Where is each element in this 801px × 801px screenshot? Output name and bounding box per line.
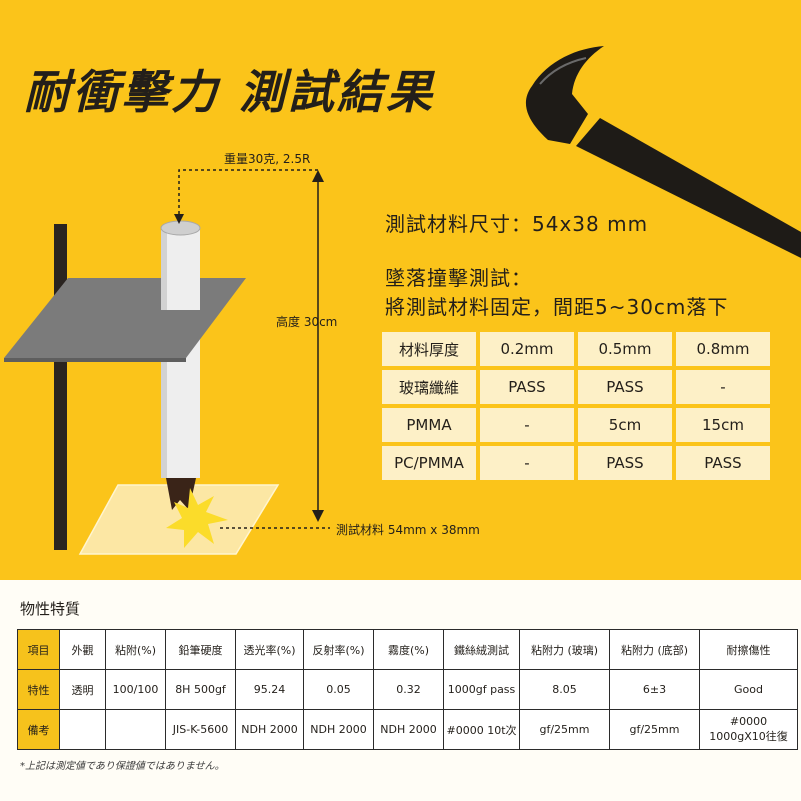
impact-burst-icon (166, 488, 228, 548)
table-cell: 0.32 (373, 669, 444, 710)
results-cell: 0.8mm (676, 332, 770, 366)
table-cell: 特性 (17, 669, 60, 710)
specimen-size-text: 測試材料尺寸：54x38 mm (385, 212, 649, 236)
table-cell: 粘附力 (底部) (609, 629, 700, 670)
table-cell: 95.24 (235, 669, 304, 710)
table-cell: 備考 (17, 709, 60, 750)
results-cell: 材料厚度 (382, 332, 476, 366)
results-cell: PC/PMMA (382, 446, 476, 480)
table-cell: NDH 2000 (303, 709, 374, 750)
weight-label: 重量30克, 2.5R (224, 152, 311, 166)
results-cell: 15cm (676, 408, 770, 442)
table-cell (105, 709, 166, 750)
page-title: 耐衝擊力 測試結果 (24, 65, 436, 119)
table-cell: 8H 500gf (165, 669, 236, 710)
table-cell: gf/25mm (519, 709, 610, 750)
results-cell: 0.5mm (578, 332, 672, 366)
results-row: PMMA - 5cm 15cm (382, 408, 770, 442)
table-cell: NDH 2000 (373, 709, 444, 750)
table-row: 項目 外觀 粘附(%) 鉛筆硬度 透光率(%) 反射率(%) 霧度(%) 鐵絲絨… (17, 629, 798, 670)
table-cell: 粘附(%) (105, 629, 166, 670)
results-cell: PASS (578, 370, 672, 404)
table-cell: JIS-K-5600 (165, 709, 236, 750)
table-cell (59, 709, 106, 750)
table-cell: 反射率(%) (303, 629, 374, 670)
results-cell: 玻璃纖維 (382, 370, 476, 404)
table-cell: 0.05 (303, 669, 374, 710)
properties-table: 項目 外觀 粘附(%) 鉛筆硬度 透光率(%) 反射率(%) 霧度(%) 鐵絲絨… (17, 629, 798, 750)
table-cell: 鐵絲絨測試 (443, 629, 520, 670)
table-cell: 外觀 (59, 629, 106, 670)
table-cell: gf/25mm (609, 709, 700, 750)
footnote: *上記は測定値であり保證値ではありません。 (20, 761, 225, 772)
impact-test-diagram (4, 46, 801, 555)
table-cell: 8.05 (519, 669, 610, 710)
results-row: 玻璃纖維 PASS PASS - (382, 370, 770, 404)
table-cell: 100/100 (105, 669, 166, 710)
table-cell: #0000 1000gX10往復 (699, 709, 798, 750)
results-cell: - (480, 446, 574, 480)
results-cell: - (480, 408, 574, 442)
table-cell: NDH 2000 (235, 709, 304, 750)
drop-test-heading: 墜落撞擊測試： (385, 266, 532, 290)
table-cell: 霧度(%) (373, 629, 444, 670)
table-cell: 6±3 (609, 669, 700, 710)
table-cell: 透光率(%) (235, 629, 304, 670)
results-cell: PASS (676, 446, 770, 480)
stand-pole (54, 224, 67, 550)
table-cell: 1000gf pass (443, 669, 520, 710)
rod-tip (166, 478, 196, 510)
properties-section-title: 物性特質 (20, 600, 81, 618)
results-cell: 0.2mm (480, 332, 574, 366)
table-cell: 項目 (17, 629, 60, 670)
results-cell: PMMA (382, 408, 476, 442)
table-cell: #0000 10t次 (443, 709, 520, 750)
table-cell: Good (699, 669, 798, 710)
drop-rod-upper (161, 228, 200, 310)
table-cell: 粘附力 (玻璃) (519, 629, 610, 670)
results-cell: - (676, 370, 770, 404)
impact-results-table: 材料厚度 0.2mm 0.5mm 0.8mm 玻璃纖維 PASS PASS - … (382, 332, 770, 484)
results-row: 材料厚度 0.2mm 0.5mm 0.8mm (382, 332, 770, 366)
table-cell: 透明 (59, 669, 106, 710)
support-plate (4, 278, 246, 358)
results-cell: 5cm (578, 408, 672, 442)
results-cell: PASS (480, 370, 574, 404)
specimen-label: 測試材料 54mm x 38mm (336, 523, 480, 537)
height-label: 高度 30cm (276, 315, 338, 329)
hammer-icon (525, 46, 801, 258)
results-cell: PASS (578, 446, 672, 480)
results-row: PC/PMMA - PASS PASS (382, 446, 770, 480)
table-cell: 鉛筆硬度 (165, 629, 236, 670)
table-row: 特性 透明 100/100 8H 500gf 95.24 0.05 0.32 1… (17, 669, 798, 710)
table-row: 備考 JIS-K-5600 NDH 2000 NDH 2000 NDH 2000… (17, 709, 798, 750)
table-cell: 耐擦傷性 (699, 629, 798, 670)
drop-test-description: 將測試材料固定，間距5~30cm落下 (385, 295, 729, 319)
test-specimen (78, 484, 280, 555)
